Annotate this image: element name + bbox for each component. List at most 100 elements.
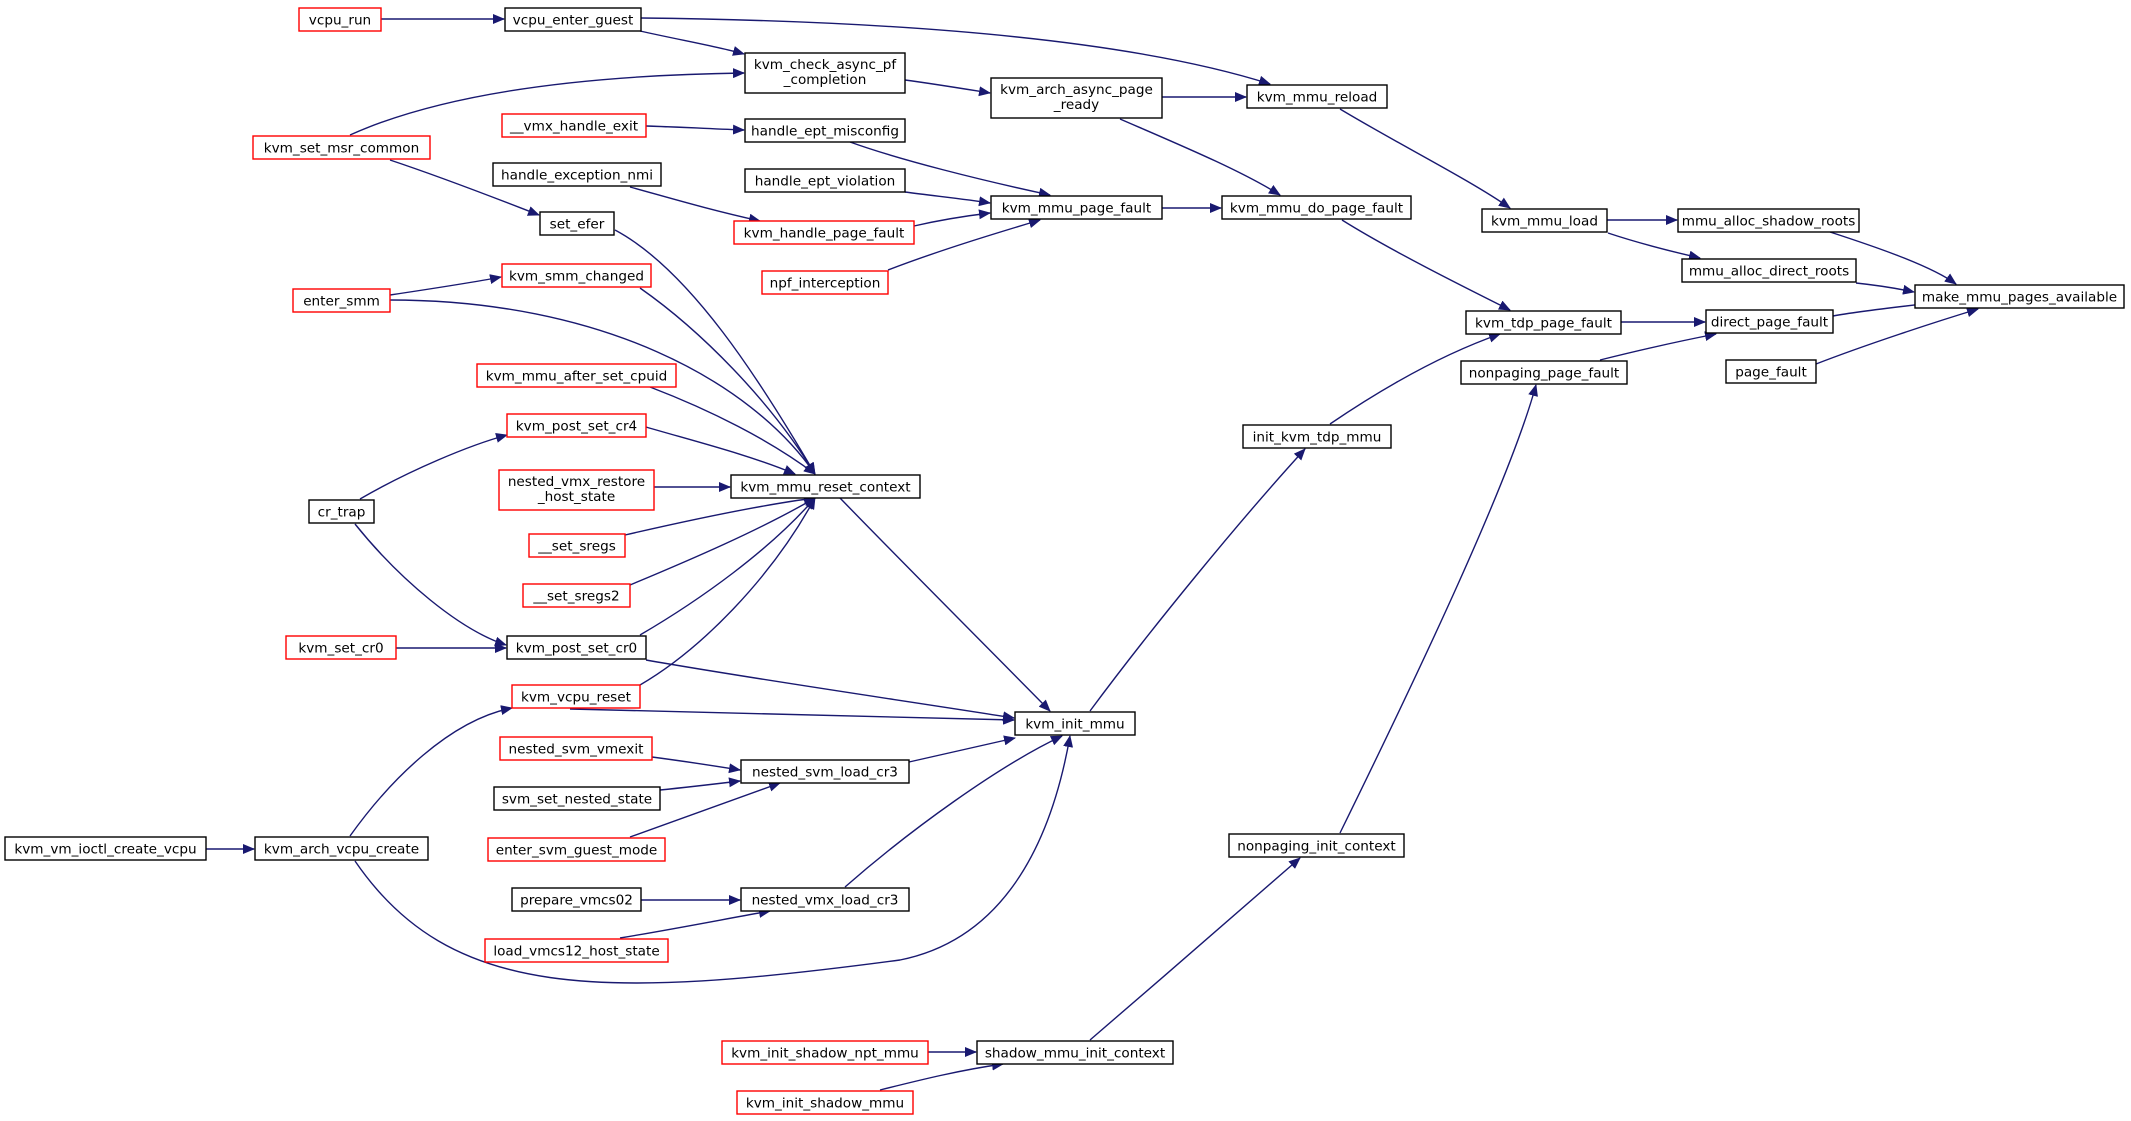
node-enter-svm-guest-mode[interactable]: enter_svm_guest_mode (487, 837, 666, 862)
node-nonpaging-page-fault[interactable]: nonpaging_page_fault (1460, 360, 1628, 385)
node-kvm-mmu-page-fault[interactable]: kvm_mmu_page_fault (990, 195, 1163, 220)
node-kvm-mmu-after-set-cpuid[interactable]: kvm_mmu_after_set_cpuid (476, 363, 677, 388)
node-kvm-mmu-do-page-fault[interactable]: kvm_mmu_do_page_fault (1221, 195, 1412, 220)
node-box[interactable] (1014, 711, 1136, 736)
node-nested-vmx-restore-host-state[interactable]: nested_vmx_restore_host_state (498, 469, 655, 511)
node-box[interactable] (976, 1040, 1174, 1065)
node-prepare-vmcs02[interactable]: prepare_vmcs02 (511, 887, 642, 912)
node-handle-ept-violation[interactable]: handle_ept_violation (744, 168, 906, 193)
node-box[interactable] (254, 836, 429, 861)
node-make-mmu-pages-available[interactable]: make_mmu_pages_available (1914, 284, 2125, 309)
node-box[interactable] (1465, 310, 1622, 335)
node-set-sregs[interactable]: __set_sregs (528, 533, 626, 558)
node-kvm-mmu-reset-context[interactable]: kvm_mmu_reset_context (730, 474, 921, 499)
node-box[interactable] (484, 938, 669, 963)
node-box[interactable] (292, 288, 391, 313)
node-nonpaging-init-context[interactable]: nonpaging_init_context (1228, 833, 1405, 858)
node-box[interactable] (539, 211, 615, 236)
node-box[interactable] (740, 887, 910, 912)
node-box[interactable] (744, 168, 906, 193)
node-mmu-alloc-shadow-roots[interactable]: mmu_alloc_shadow_roots (1677, 208, 1860, 233)
node-box[interactable] (285, 635, 397, 660)
node-box[interactable] (1228, 833, 1405, 858)
node-npf-interception[interactable]: npf_interception (761, 270, 889, 295)
node-box[interactable] (511, 684, 641, 709)
node-box[interactable] (1681, 258, 1857, 283)
node-box[interactable] (733, 220, 915, 245)
node-vmx-handle-exit[interactable]: __vmx_handle_exit (501, 113, 647, 138)
node-set-efer[interactable]: set_efer (539, 211, 615, 236)
node-box[interactable] (1460, 360, 1628, 385)
node-kvm-init-shadow-mmu[interactable]: kvm_init_shadow_mmu (736, 1090, 914, 1115)
node-enter-smm[interactable]: enter_smm (292, 288, 391, 313)
node-kvm-smm-changed[interactable]: kvm_smm_changed (501, 263, 652, 288)
node-box[interactable] (990, 77, 1163, 119)
node-box[interactable] (1481, 208, 1608, 233)
node-svm-set-nested-state[interactable]: svm_set_nested_state (493, 786, 661, 811)
node-box[interactable] (476, 363, 677, 388)
node-box[interactable] (744, 52, 906, 94)
node-mmu-alloc-direct-roots[interactable]: mmu_alloc_direct_roots (1681, 258, 1857, 283)
node-box[interactable] (1914, 284, 2125, 309)
node-box[interactable] (501, 263, 652, 288)
node-box[interactable] (504, 7, 642, 32)
node-kvm-vm-ioctl-create-vcpu[interactable]: kvm_vm_ioctl_create_vcpu (4, 836, 207, 861)
node-box[interactable] (1705, 309, 1834, 334)
node-page-fault[interactable]: page_fault (1725, 359, 1817, 384)
node-box[interactable] (1725, 359, 1817, 384)
node-box[interactable] (511, 887, 642, 912)
node-box[interactable] (528, 533, 626, 558)
node-kvm-arch-vcpu-create[interactable]: kvm_arch_vcpu_create (254, 836, 429, 861)
node-box[interactable] (761, 270, 889, 295)
node-kvm-set-msr-common[interactable]: kvm_set_msr_common (252, 135, 431, 160)
node-kvm-handle-page-fault[interactable]: kvm_handle_page_fault (733, 220, 915, 245)
node-box[interactable] (990, 195, 1163, 220)
node-box[interactable] (499, 736, 653, 761)
node-box[interactable] (506, 635, 647, 660)
node-box[interactable] (721, 1040, 929, 1065)
node-kvm-vcpu-reset[interactable]: kvm_vcpu_reset (511, 684, 641, 709)
node-kvm-init-mmu[interactable]: kvm_init_mmu (1014, 711, 1136, 736)
node-kvm-tdp-page-fault[interactable]: kvm_tdp_page_fault (1465, 310, 1622, 335)
node-box[interactable] (501, 113, 647, 138)
node-box[interactable] (492, 162, 662, 187)
node-load-vmcs12-host-state[interactable]: load_vmcs12_host_state (484, 938, 669, 963)
node-nested-vmx-load-cr3[interactable]: nested_vmx_load_cr3 (740, 887, 910, 912)
node-box[interactable] (740, 759, 910, 784)
node-box[interactable] (736, 1090, 914, 1115)
node-box[interactable] (4, 836, 207, 861)
node-kvm-post-set-cr0[interactable]: kvm_post_set_cr0 (506, 635, 647, 660)
node-kvm-mmu-load[interactable]: kvm_mmu_load (1481, 208, 1608, 233)
node-box[interactable] (730, 474, 921, 499)
node-set-sregs2[interactable]: __set_sregs2 (522, 583, 631, 608)
node-box[interactable] (252, 135, 431, 160)
node-box[interactable] (298, 7, 382, 32)
node-box[interactable] (487, 837, 666, 862)
node-box[interactable] (1246, 84, 1388, 109)
node-box[interactable] (1242, 424, 1392, 449)
node-box[interactable] (1221, 195, 1412, 220)
node-box[interactable] (493, 786, 661, 811)
node-kvm-check-async-pf-completion[interactable]: kvm_check_async_pf_completion (744, 52, 906, 94)
node-kvm-mmu-reload[interactable]: kvm_mmu_reload (1246, 84, 1388, 109)
node-init-kvm-tdp-mmu[interactable]: init_kvm_tdp_mmu (1242, 424, 1392, 449)
node-kvm-set-cr0[interactable]: kvm_set_cr0 (285, 635, 397, 660)
node-box[interactable] (522, 583, 631, 608)
node-kvm-arch-async-page-ready[interactable]: kvm_arch_async_page_ready (990, 77, 1163, 119)
node-handle-exception-nmi[interactable]: handle_exception_nmi (492, 162, 662, 187)
node-box[interactable] (744, 118, 906, 143)
node-nested-svm-vmexit[interactable]: nested_svm_vmexit (499, 736, 653, 761)
node-box[interactable] (506, 413, 647, 438)
node-vcpu-run[interactable]: vcpu_run (298, 7, 382, 32)
node-cr-trap[interactable]: cr_trap (308, 499, 375, 524)
node-kvm-post-set-cr4[interactable]: kvm_post_set_cr4 (506, 413, 647, 438)
node-kvm-init-shadow-npt-mmu[interactable]: kvm_init_shadow_npt_mmu (721, 1040, 929, 1065)
node-box[interactable] (498, 469, 655, 511)
node-nested-svm-load-cr3[interactable]: nested_svm_load_cr3 (740, 759, 910, 784)
node-box[interactable] (1677, 208, 1860, 233)
node-direct-page-fault[interactable]: direct_page_fault (1705, 309, 1834, 334)
node-vcpu-enter-guest[interactable]: vcpu_enter_guest (504, 7, 642, 32)
node-handle-ept-misconfig[interactable]: handle_ept_misconfig (744, 118, 906, 143)
node-box[interactable] (308, 499, 375, 524)
node-shadow-mmu-init-context[interactable]: shadow_mmu_init_context (976, 1040, 1174, 1065)
